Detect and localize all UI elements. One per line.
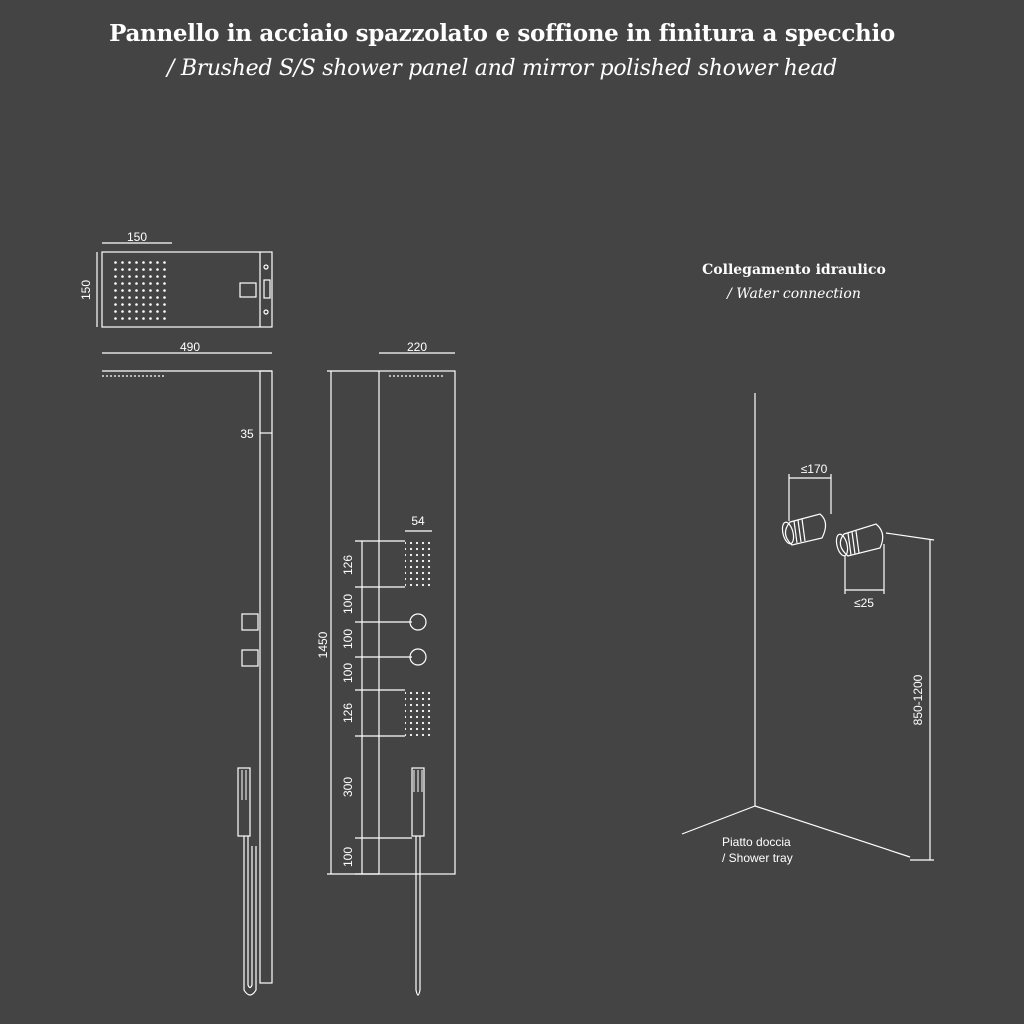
side-view-knob-upper [241, 613, 259, 631]
dim-label-knob-spacing: 100 [341, 629, 355, 649]
front-view-jet-upper [405, 541, 432, 587]
shower-tray-sublabel: / Shower tray [722, 851, 793, 865]
dim-label-jet2-height: 126 [341, 703, 355, 723]
connection-fitting-right [835, 523, 884, 557]
top-view-screw-bottom [263, 309, 269, 315]
front-view [378, 370, 456, 996]
dim-label-top-depth: 150 [79, 280, 93, 300]
dim-label-hand-shower: 300 [341, 777, 355, 797]
front-view-hose [415, 836, 421, 996]
side-view-panel [259, 370, 273, 984]
front-view-jet-lower [405, 690, 432, 736]
dim-label-bottom-gap: 100 [341, 847, 355, 867]
title-italian: Pannello in acciaio spazzolato e soffion… [109, 20, 895, 47]
side-view-knob-lower [241, 649, 259, 667]
dim-label-connection-spacing: ≤170 [801, 462, 828, 476]
dim-label-total-height: 1450 [316, 631, 330, 658]
top-view-bracket [263, 279, 271, 299]
side-view-hose-inner [247, 836, 253, 989]
dim-label-jet1-height: 126 [341, 555, 355, 575]
water-connection-subtitle: / Water connection [727, 286, 861, 302]
dim-label-jet-width: 54 [411, 514, 425, 528]
side-view-hose [243, 836, 257, 996]
connection-fitting-left [781, 513, 827, 546]
floor-line-right [754, 805, 911, 858]
top-view-nozzles [110, 260, 166, 320]
top-view-arm-block [239, 282, 257, 298]
title-english: / Brushed S/S shower panel and mirror po… [167, 56, 837, 81]
dim-label-front-width: 220 [407, 340, 427, 354]
water-connection-title: Collegamento idraulico [702, 262, 886, 278]
front-view-knob-lower [409, 648, 427, 666]
dim-label-gap2: 100 [341, 663, 355, 683]
side-view-hand-shower-grip [238, 770, 250, 800]
side-view [102, 370, 273, 996]
front-view-knob-upper [409, 613, 427, 631]
top-view-screw-top [263, 264, 269, 270]
front-view-hand-shower [411, 767, 425, 837]
front-view-hand-shower-grip [412, 770, 424, 792]
dim-label-total-depth: 490 [180, 340, 200, 354]
top-view [101, 251, 273, 328]
dim-label-top-thickness: 35 [240, 427, 254, 441]
dim-ext-height-top [885, 532, 935, 541]
top-view-outline [101, 251, 273, 328]
dim-label-connection-height: 850-1200 [911, 674, 925, 725]
dim-label-gap1: 100 [341, 594, 355, 614]
floor-line-left [681, 805, 756, 835]
dim-label-top-width: 150 [127, 230, 147, 244]
water-connection-view [681, 393, 911, 858]
shower-tray-label: Piatto doccia [722, 835, 791, 849]
dim-label-connection-diameter: ≤25 [854, 596, 874, 610]
